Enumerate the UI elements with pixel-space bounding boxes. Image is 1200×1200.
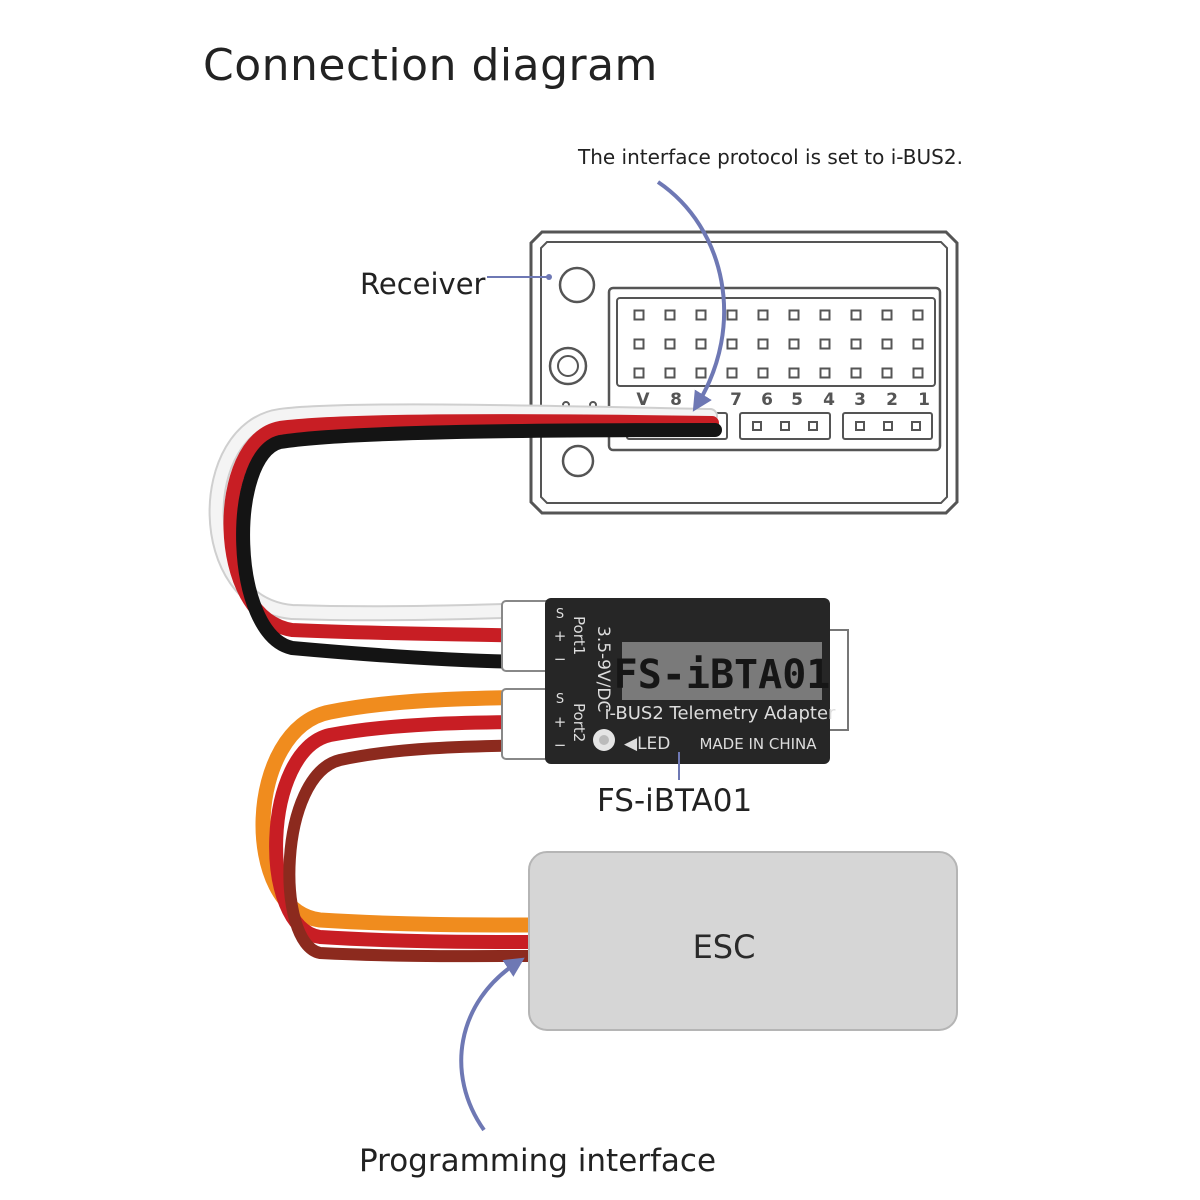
header-pin [855,421,865,431]
port2-pin-s: S [556,692,564,707]
receiver-inner-outline [540,241,948,504]
receiver-pin [881,309,893,321]
receiver-pin [695,309,707,321]
port1-plug-housing [501,600,551,672]
wire-red [223,414,719,643]
receiver-pin [664,338,676,350]
adapter-led-core [599,735,609,745]
wire-dark-red [283,739,554,963]
receiver-pin [664,367,676,379]
receiver-pin [850,367,862,379]
wire-white-fill [210,405,716,620]
receiver-pin [757,309,769,321]
page-title: Connection diagram [203,40,658,91]
wire-orange [255,689,556,933]
port2-plug-housing [501,688,551,760]
port2-pin-plus: + [554,713,567,731]
port2-pin-minus: − [554,736,567,754]
receiver-pin [726,338,738,350]
programming-arrow [459,957,525,1132]
receiver-button-core [557,355,579,377]
receiver-pin [788,338,800,350]
cable-port2-to-esc [255,689,556,963]
receiver-pin [881,367,893,379]
receiver-pin [695,367,707,379]
receiver-mount-hole [561,444,595,478]
protocol-arrow [656,180,727,412]
port1-label: Port1 [570,616,588,655]
adapter-module: FS-iBTA01 i-BUS2 Telemetry Adapter MADE … [501,598,849,764]
adapter-subtitle: i-BUS2 Telemetry Adapter [605,703,837,724]
channel-label: 2 [886,390,898,410]
channel-label: 8 [670,390,682,410]
receiver-pin [726,309,738,321]
header-pin [808,421,818,431]
port2-label: Port2 [570,703,588,742]
channel-label: 5 [791,390,803,410]
adapter-model: FS-iBTA01 [614,652,831,698]
receiver-led-hole [558,266,596,304]
header-pin [752,421,762,431]
channel-label: 1 [918,390,930,410]
receiver-callout: Receiver [360,267,486,301]
receiver-pin [912,367,924,379]
adapter-origin: MADE IN CHINA [699,735,817,753]
esc-body [528,851,958,1031]
receiver-pin [819,367,831,379]
receiver-pin [633,338,645,350]
receiver-pin [819,338,831,350]
esc-label: ESC [693,928,756,966]
esc-unit: ESC [528,851,958,1031]
protocol-callout: The interface protocol is set to i-BUS2. [578,145,963,169]
adapter-callout: FS-iBTA01 [597,783,753,819]
receiver-pin [850,338,862,350]
receiver-pin [819,309,831,321]
cable-receiver-to-port1 [208,403,722,669]
channel-label: 4 [823,390,835,410]
programming-interface-callout: Programming interface [359,1143,717,1179]
channel-label: V [636,390,650,410]
receiver-pin [788,309,800,321]
receiver-pin-grid [633,309,924,379]
adapter-led-label: ◀LED [624,734,670,754]
header-pin [911,421,921,431]
receiver-pin [788,367,800,379]
receiver-pin [664,309,676,321]
receiver-pin [912,338,924,350]
receiver-pin-bay-inner [616,297,936,387]
receiver-pin [633,367,645,379]
port1-pin-plus: + [554,627,567,645]
channel-label: 3 [854,390,866,410]
channel-label: 7 [730,390,742,410]
header-pin [883,421,893,431]
port1-pin-s: S [556,607,564,622]
channel-label: 6 [761,390,773,410]
receiver-pin [850,309,862,321]
receiver-pin [757,338,769,350]
wire-black [236,423,722,669]
wire-red [269,715,555,949]
receiver-pin [757,367,769,379]
receiver-leader-dot [546,274,552,280]
receiver-pin [726,367,738,379]
adapter-panel [622,642,822,700]
header-pin [780,421,790,431]
receiver-pin [881,338,893,350]
receiver-pin [695,338,707,350]
receiver-pin [912,309,924,321]
port1-pin-minus: − [554,650,567,668]
receiver-pin [633,309,645,321]
adapter-voltage: 3.5-9V/DC [593,626,613,712]
